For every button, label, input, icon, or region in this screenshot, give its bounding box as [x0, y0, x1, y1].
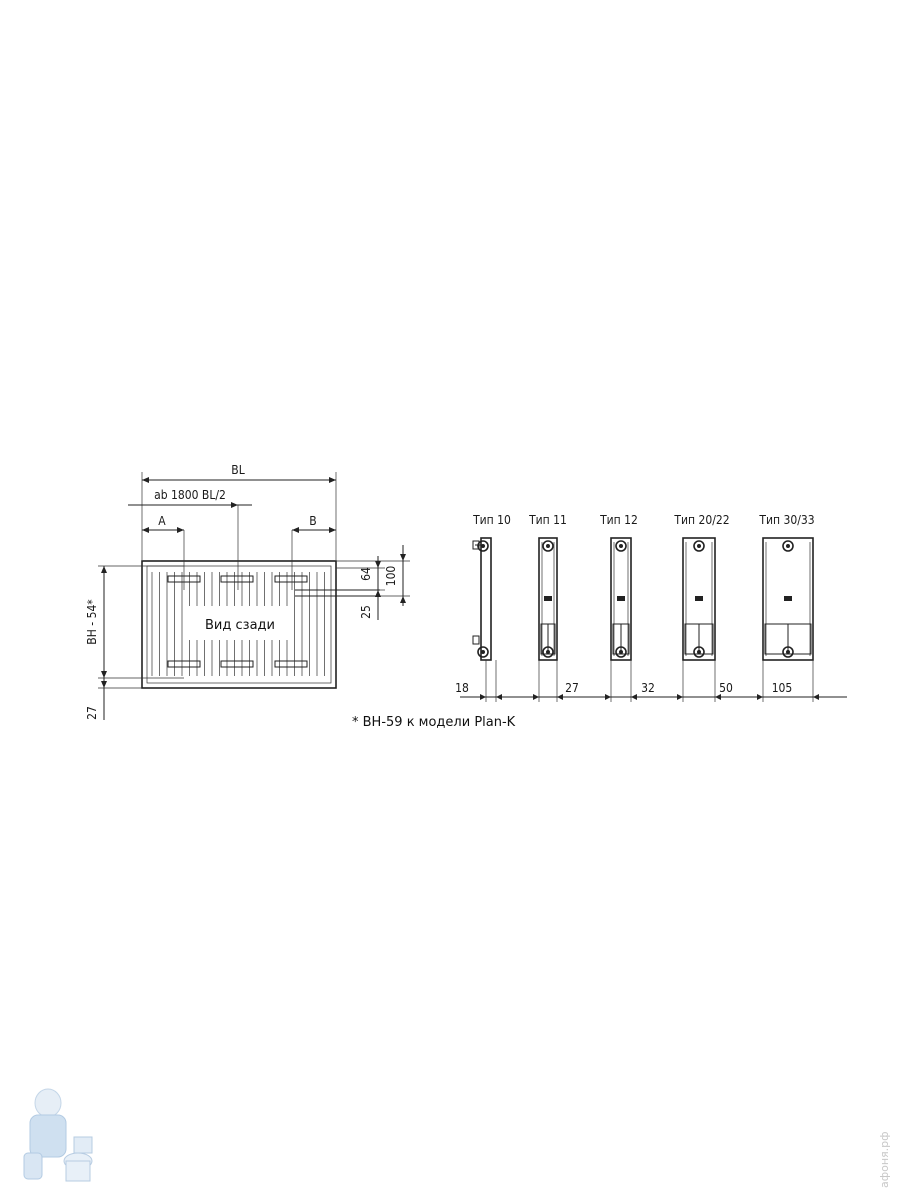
side-view-type-3: Тип 12 32 — [585, 513, 665, 702]
dimension-bh: BH - 54* — [85, 565, 184, 679]
dimension-27: 27 — [85, 678, 142, 720]
type-label: Тип 12 — [599, 513, 638, 527]
svg-text:ab 1800 BL/2: ab 1800 BL/2 — [154, 488, 226, 502]
dimension-b: B — [291, 514, 336, 590]
svg-text:BL: BL — [231, 463, 244, 477]
dimension-right: 64 100 25 — [336, 545, 410, 620]
plumber-logo — [23, 1088, 93, 1182]
svg-text:27: 27 — [85, 706, 99, 720]
svg-text:BH - 54*: BH - 54* — [85, 599, 99, 645]
type-label: Тип 11 — [528, 513, 567, 527]
type-depth: 105 — [772, 681, 793, 695]
view-label: Вид сзади — [205, 618, 275, 633]
type-depth: 18 — [455, 681, 469, 695]
type-depth: 32 — [641, 681, 655, 695]
side-view-type-5: Тип 30/33 105 — [737, 513, 847, 702]
type-label: Тип 30/33 — [758, 513, 814, 527]
footnote: * BH-59 к модели Plan-K — [352, 715, 516, 730]
svg-text:A: A — [158, 514, 166, 528]
radiator-rear-view: Вид сзади — [141, 560, 380, 689]
dimension-bl: BL — [141, 463, 337, 560]
side-view-type-1: Тип 10 18 — [455, 513, 530, 702]
watermark-text: афоня.рф — [878, 1131, 891, 1188]
svg-text:100: 100 — [384, 566, 398, 587]
svg-text:64: 64 — [359, 567, 373, 581]
dimension-ab-1800: ab 1800 BL/2 — [128, 488, 252, 590]
type-depth: 50 — [719, 681, 733, 695]
side-view-type-2: Тип 11 27 — [513, 513, 591, 702]
type-label: Тип 10 — [472, 513, 511, 527]
type-label: Тип 20/22 — [673, 513, 729, 527]
type-depth: 27 — [565, 681, 579, 695]
svg-text:25: 25 — [359, 605, 373, 619]
svg-text:B: B — [309, 514, 316, 528]
dimension-a: A — [142, 514, 185, 590]
side-view-type-4: Тип 20/22 50 — [657, 513, 749, 702]
